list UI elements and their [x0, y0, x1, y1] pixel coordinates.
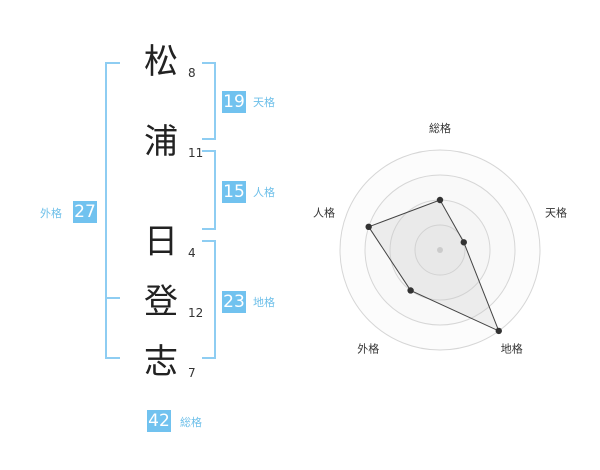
stroke-count-1: 8 [188, 66, 196, 80]
radar-polygon [367, 199, 500, 332]
gaikaku-bracket-top [105, 62, 120, 64]
radar-axis-label-3: 地格 [501, 342, 523, 356]
chikaku-bracket-vertical [214, 240, 216, 359]
jinkaku-bracket-vertical [214, 150, 216, 230]
name-char-5: 志 [144, 342, 178, 382]
radar-axis-label-1: 総格 [429, 121, 451, 135]
tenkaku-label: 天格 [253, 96, 275, 109]
radar-point-2 [460, 239, 467, 246]
name-char-2: 浦 [144, 122, 178, 162]
stroke-count-5: 7 [188, 366, 196, 380]
jinkaku-label: 人格 [253, 186, 275, 199]
gaikaku-bracket-bottom [105, 357, 120, 359]
gaikaku-value-badge: 27 [73, 201, 97, 223]
soukaku-value-badge: 42 [147, 410, 171, 432]
jinkaku-bracket-top [202, 150, 216, 152]
stroke-count-4: 12 [188, 306, 204, 320]
chikaku-label: 地格 [253, 296, 275, 309]
radar-axis-label-4: 外格 [357, 342, 379, 356]
gaikaku-label: 外格 [40, 207, 62, 220]
chikaku-bracket-bottom [202, 357, 216, 359]
jinkaku-value-badge: 15 [222, 181, 246, 203]
jinkaku-bracket-bottom [202, 228, 216, 230]
soukaku-label: 総格 [180, 416, 202, 429]
name-char-4: 登 [144, 282, 178, 322]
tenkaku-value-badge: 19 [222, 91, 246, 113]
gaikaku-bracket-middle [105, 297, 120, 299]
radar-point-3 [495, 327, 502, 335]
tenkaku-bracket-vertical [214, 62, 216, 140]
stroke-count-2: 11 [188, 146, 204, 160]
radar-center-dot [437, 247, 443, 253]
tenkaku-bracket-bottom [202, 138, 216, 140]
gaikaku-bracket-vertical [105, 62, 107, 359]
chikaku-bracket-top [202, 240, 216, 242]
stroke-count-3: 4 [188, 246, 196, 260]
name-char-1: 松 [144, 42, 178, 82]
name-char-3: 日 [144, 222, 178, 262]
radar-axis-label-5: 人格 [313, 205, 335, 219]
radar-axis-label-2: 天格 [545, 205, 567, 219]
radar-point-5 [365, 223, 372, 231]
chikaku-value-badge: 23 [222, 291, 246, 313]
tenkaku-bracket-top [202, 62, 216, 64]
radar-point-4 [407, 287, 414, 294]
radar-point-1 [436, 196, 444, 204]
